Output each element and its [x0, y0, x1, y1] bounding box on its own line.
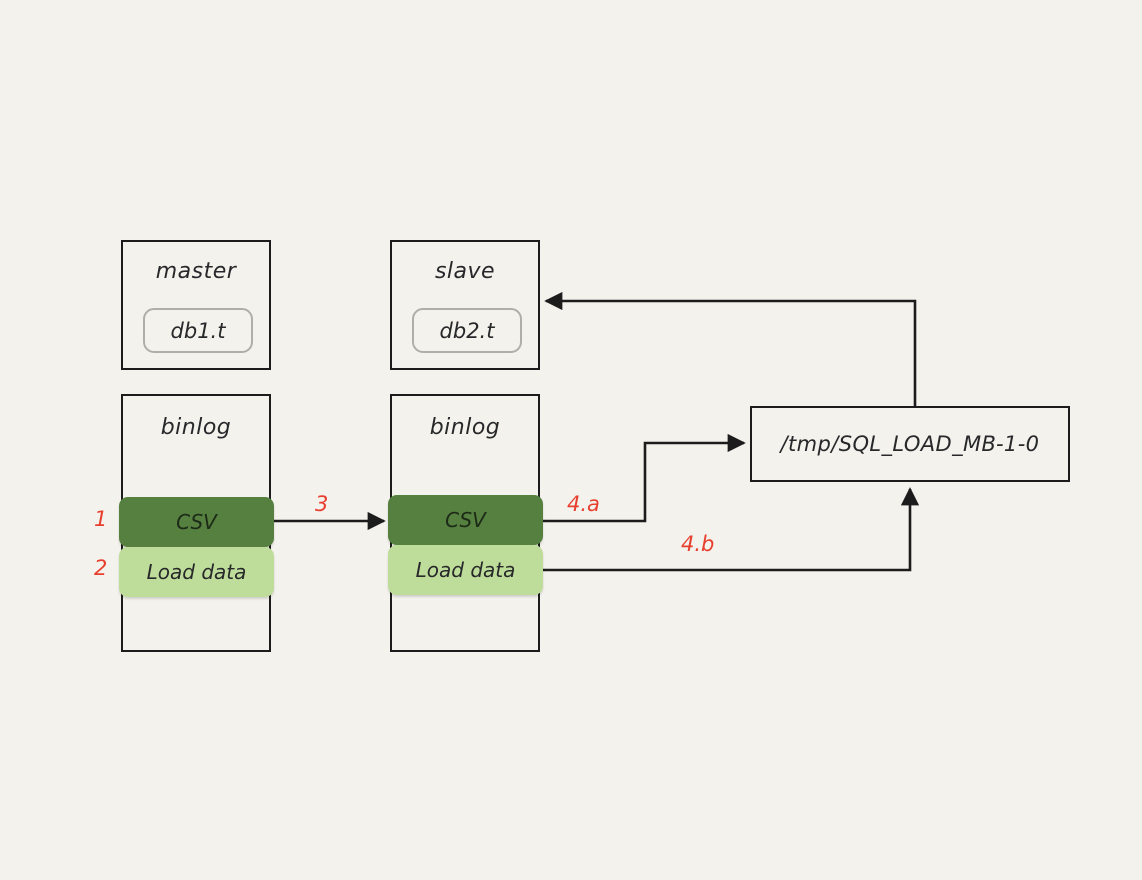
slave-node[interactable]: slave db2.t [390, 240, 540, 370]
slave-table-chip[interactable]: db2.t [412, 308, 522, 353]
master-title: master [155, 259, 237, 284]
step-marker-4b: 4.b [681, 532, 715, 556]
master-table-chip[interactable]: db1.t [143, 308, 253, 353]
edge-file-to-slave [544, 291, 917, 406]
slave-binlog-title: binlog [429, 415, 501, 440]
step-marker-3: 3 [315, 492, 329, 516]
slave-title: slave [434, 259, 496, 284]
slave-binlog-event-load-data[interactable]: Load data [388, 545, 543, 595]
step-marker-2: 2 [94, 556, 108, 580]
step-marker-4a: 4.a [567, 492, 600, 516]
master-binlog-title: binlog [160, 415, 232, 440]
master-binlog-event-load-data[interactable]: Load data [119, 547, 274, 597]
temp-file-node[interactable]: /tmp/SQL_LOAD_MB-1-0 [750, 406, 1070, 482]
step-marker-1: 1 [94, 507, 108, 531]
slave-binlog-event-csv[interactable]: CSV [388, 495, 543, 545]
master-binlog-event-csv[interactable]: CSV [119, 497, 274, 547]
temp-file-label: /tmp/SQL_LOAD_MB-1-0 [780, 432, 1040, 456]
master-node[interactable]: master db1.t [121, 240, 271, 370]
